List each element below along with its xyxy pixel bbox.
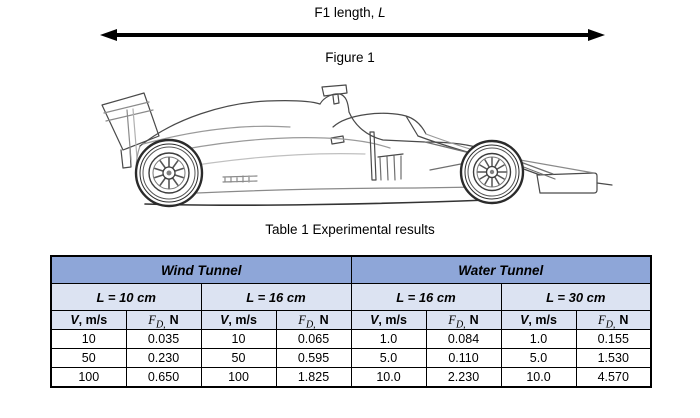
col-header-drag-force: FD,N (275, 310, 352, 330)
cell: 5.0 (500, 348, 577, 368)
cell: 0.084 (425, 329, 502, 349)
table-row: 10 0.035 10 0.065 1.0 0.084 1.0 0.155 (50, 329, 652, 349)
cell: 4.570 (575, 367, 652, 388)
col-header-velocity: V, m/s (350, 310, 427, 330)
length-header-row: L = 10 cm L = 16 cm L = 16 cm L = 30 cm (50, 283, 652, 311)
cell: 10.0 (350, 367, 427, 388)
cell: 1.0 (500, 329, 577, 349)
subheader-l10: L = 10 cm (50, 283, 202, 311)
cell: 1.825 (275, 367, 352, 388)
col-header-velocity: V, m/s (500, 310, 577, 330)
front-wheel (459, 139, 525, 205)
rear-wheel (134, 138, 204, 208)
results-table: Wind Tunnel Water Tunnel L = 10 cm L = 1… (50, 255, 653, 388)
cell: 50 (200, 348, 277, 368)
cell: 100 (200, 367, 277, 388)
cell: 10.0 (500, 367, 577, 388)
length-dimension-arrow-icon (100, 29, 605, 41)
table-caption: Table 1 Experimental results (265, 222, 435, 237)
cell: 100 (50, 367, 127, 388)
f1-length-label-text: F1 length, (314, 5, 379, 20)
col-header-drag-force: FD,N (575, 310, 652, 330)
subheader-l30: L = 30 cm (500, 283, 652, 311)
table-row: 100 0.650 100 1.825 10.0 2.230 10.0 4.57… (50, 367, 652, 388)
subheader-l16-water: L = 16 cm (350, 283, 502, 311)
cell: 0.065 (275, 329, 352, 349)
figure-caption: Figure 1 (325, 50, 375, 65)
cell: 10 (200, 329, 277, 349)
f1-car-illustration (101, 84, 613, 208)
col-header-velocity: V, m/s (200, 310, 277, 330)
group-header-row: Wind Tunnel Water Tunnel (50, 255, 652, 284)
f1-length-label: F1 length, L (0, 5, 700, 21)
cell: 0.230 (125, 348, 202, 368)
group-header-water-tunnel: Water Tunnel (350, 255, 652, 284)
subheader-l16-wind: L = 16 cm (200, 283, 352, 311)
col-header-drag-force: FD,N (125, 310, 202, 330)
cell: 50 (50, 348, 127, 368)
cell: 1.530 (575, 348, 652, 368)
cell: 1.0 (350, 329, 427, 349)
cell: 0.110 (425, 348, 502, 368)
col-header-velocity: V, m/s (50, 310, 127, 330)
col-header-drag-force: FD,N (425, 310, 502, 330)
cell: 0.155 (575, 329, 652, 349)
cell: 5.0 (350, 348, 427, 368)
group-header-wind-tunnel: Wind Tunnel (50, 255, 352, 284)
cell: 2.230 (425, 367, 502, 388)
cell: 0.650 (125, 367, 202, 388)
table-row: 50 0.230 50 0.595 5.0 0.110 5.0 1.530 (50, 348, 652, 368)
cell: 0.595 (275, 348, 352, 368)
column-header-row: V, m/s FD,N V, m/s FD,N V, m/s FD,N V, m… (50, 310, 652, 330)
cell: 0.035 (125, 329, 202, 349)
cell: 10 (50, 329, 127, 349)
f1-length-symbol: L (378, 5, 386, 20)
